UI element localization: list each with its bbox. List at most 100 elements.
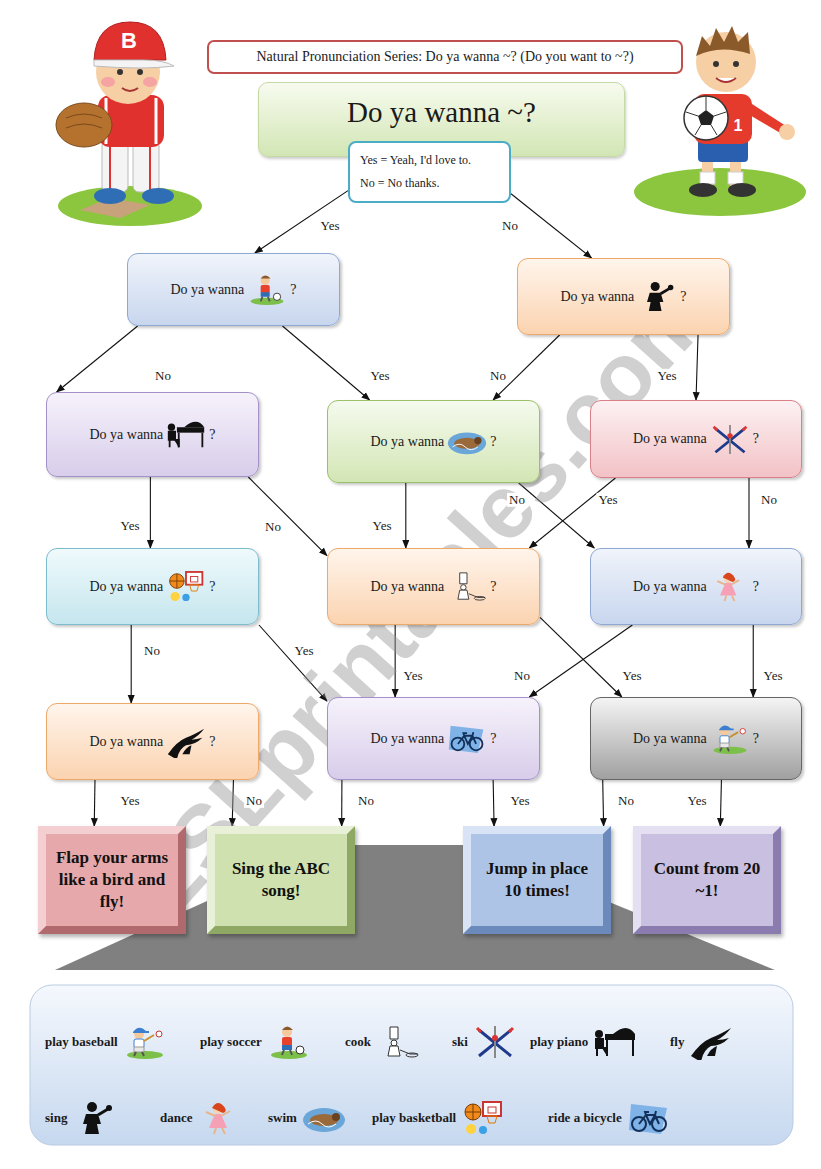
- baseball-icon: [123, 1024, 167, 1060]
- node-text: Natural Pronunciation Series: Do ya wann…: [256, 49, 633, 65]
- answer-label: Yes: [597, 493, 620, 507]
- answer-label: No: [142, 644, 162, 658]
- baseball-icon: [710, 722, 750, 755]
- answer-label: No: [500, 219, 520, 233]
- legend-text: play basketball: [372, 1110, 456, 1126]
- arrow-connector: [748, 478, 749, 548]
- sing-icon: [72, 1100, 116, 1136]
- legend-item: sing: [45, 1100, 116, 1136]
- node-text: Do ya wanna: [170, 282, 244, 298]
- node-text: Do ya wanna: [560, 289, 634, 305]
- arrow-connector: [493, 780, 495, 826]
- arrow-connector: [282, 326, 369, 400]
- answer-label: Yes: [119, 519, 142, 533]
- question-box: Do ya wanna?: [46, 703, 259, 780]
- answer-label: Yes: [656, 369, 679, 383]
- answer-label: Yes: [369, 369, 392, 383]
- node-text: Jump in place 10 times!: [477, 858, 597, 902]
- answer-label: No: [759, 493, 779, 507]
- shirt-number: 1: [734, 117, 743, 135]
- basketball-icon: [166, 570, 206, 603]
- node-text: Do ya wanna: [89, 579, 163, 595]
- arrow-connector: [529, 625, 632, 697]
- answer-label: No: [512, 669, 532, 683]
- legend-text: sing: [45, 1110, 67, 1126]
- answer-label: Yes: [319, 219, 342, 233]
- arrow-connector: [540, 617, 622, 697]
- cap-letter: B: [121, 28, 137, 54]
- node-text: Sing the ABC song!: [221, 858, 341, 902]
- legend-item: play soccer: [200, 1024, 311, 1060]
- key-box: Yes = Yeah, I'd love to.No = No thanks.: [348, 141, 511, 203]
- answer-label: No: [356, 794, 376, 808]
- answer-label: Yes: [621, 669, 644, 683]
- legend-item: play basketball: [372, 1100, 505, 1136]
- legend-item: fly: [670, 1024, 733, 1060]
- ski-icon: [473, 1024, 517, 1060]
- answer-label: No: [616, 794, 636, 808]
- legend-text: ride a bicycle: [548, 1110, 622, 1126]
- legend-item: play baseball: [45, 1024, 167, 1060]
- bicycle-icon: [447, 722, 487, 755]
- legend-text: play piano: [530, 1034, 588, 1050]
- answer-label: Yes: [402, 669, 425, 683]
- arrow-connector: [150, 477, 151, 548]
- node-text: ?: [290, 282, 296, 298]
- question-box: Do ya wanna?: [327, 548, 540, 625]
- arrow-connector: [57, 326, 138, 392]
- legend-item: ride a bicycle: [548, 1100, 671, 1136]
- legend-text: ski: [452, 1034, 468, 1050]
- node-text: ?: [209, 734, 215, 750]
- answer-label: No: [488, 369, 508, 383]
- node-text: Do ya wanna: [370, 731, 444, 747]
- legend-item: dance: [160, 1100, 242, 1136]
- legend-item: play piano: [530, 1024, 637, 1060]
- legend-text: swim: [268, 1110, 297, 1126]
- piano-icon: [593, 1024, 637, 1060]
- node-text: Flap your arms like a bird and fly!: [52, 847, 172, 913]
- node-text: Do ya wanna: [89, 734, 163, 750]
- dance-icon: [198, 1100, 242, 1136]
- fly-icon: [689, 1024, 733, 1060]
- swim-icon: [302, 1100, 346, 1136]
- legend-text: fly: [670, 1034, 684, 1050]
- node-text: No = No thanks.: [360, 176, 439, 191]
- legend-item: swim: [268, 1100, 346, 1136]
- result-box: Flap your arms like a bird and fly!: [38, 826, 186, 934]
- answer-label: Yes: [371, 519, 394, 533]
- legend-text: play soccer: [200, 1034, 262, 1050]
- question-box: Do ya wanna?: [590, 400, 802, 478]
- node-text: Do ya wanna: [633, 431, 707, 447]
- arrow-connector: [94, 780, 96, 826]
- cook-icon: [376, 1024, 420, 1060]
- bicycle-icon: [627, 1100, 671, 1136]
- legend-text: cook: [345, 1034, 371, 1050]
- arrow-connector: [255, 191, 348, 253]
- legend-text: dance: [160, 1110, 193, 1126]
- answer-label: No: [244, 794, 264, 808]
- node-text: ?: [753, 731, 759, 747]
- node-text: ?: [490, 579, 496, 595]
- answer-label: No: [153, 369, 173, 383]
- fly-icon: [166, 725, 206, 758]
- series-banner: Natural Pronunciation Series: Do ya wann…: [207, 40, 683, 74]
- arrow-connector: [341, 780, 342, 826]
- arrow-connector: [602, 780, 604, 826]
- node-text: Count from 20 ~1!: [647, 858, 767, 902]
- arrow-connector: [248, 477, 327, 556]
- dance-icon: [710, 570, 750, 603]
- node-text: ?: [490, 434, 496, 450]
- node-text: Do ya wanna: [370, 579, 444, 595]
- answer-label: Yes: [686, 794, 709, 808]
- legend-text: play baseball: [45, 1034, 118, 1050]
- result-box: Jump in place 10 times!: [463, 826, 611, 934]
- node-text: Do ya wanna: [89, 427, 163, 443]
- arrow-connector: [720, 780, 721, 826]
- node-text: Do ya wanna: [633, 579, 707, 595]
- node-text: Do ya wanna: [633, 731, 707, 747]
- legend-item: cook: [345, 1024, 420, 1060]
- arrow-connector: [131, 625, 132, 703]
- question-box: Do ya wanna?: [327, 697, 540, 780]
- node-text: ?: [209, 427, 215, 443]
